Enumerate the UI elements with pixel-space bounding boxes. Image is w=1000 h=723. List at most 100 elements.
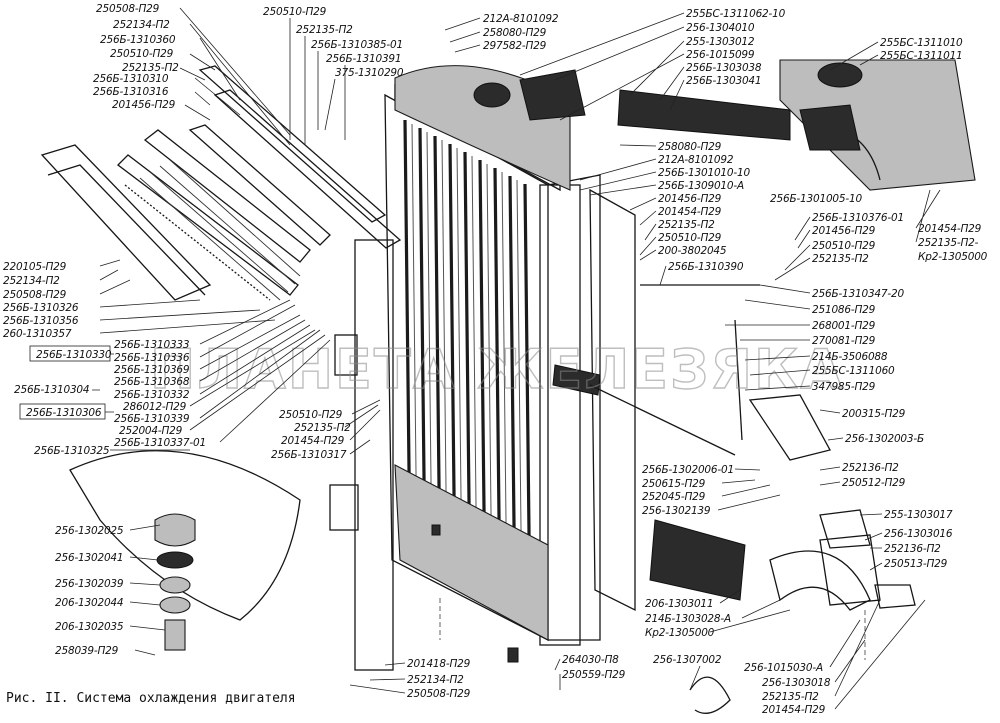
part-label: 256-1303018 bbox=[762, 677, 831, 689]
labels-mid-center: 258080-П29 212А-8101092 256Б-1301010-10 … bbox=[579, 141, 751, 286]
part-label: 252134-П2 bbox=[407, 674, 464, 686]
part-label: 252135-П2 bbox=[294, 422, 351, 434]
part-label: 256Б-1310360 bbox=[100, 34, 176, 46]
part-label: 256Б-1310325 bbox=[34, 445, 110, 457]
part-label: 256Б-1303041 bbox=[686, 75, 761, 87]
part-label: 256-1304010 bbox=[686, 22, 755, 34]
part-label: 206-1303011 bbox=[645, 598, 713, 610]
part-label: 214Б-1303028-А bbox=[645, 613, 731, 625]
part-label: 258080-П29 bbox=[658, 141, 722, 153]
part-label: 206-1302035 bbox=[55, 621, 124, 633]
figure-caption: Рис. II. Система охлаждения двигателя bbox=[6, 691, 296, 706]
part-label: 256Б-1310326 bbox=[3, 302, 79, 314]
part-label: 250508-П29 bbox=[96, 3, 160, 15]
part-label: 256-1307002 bbox=[653, 654, 722, 666]
part-label: 212А-8101092 bbox=[483, 13, 559, 25]
part-label: 250513-П29 bbox=[884, 558, 948, 570]
part-label: 255БС-1311062-10 bbox=[686, 8, 786, 20]
part-label: 252136-П2 bbox=[884, 543, 941, 555]
part-label: 255-1303017 bbox=[884, 509, 953, 521]
linkage-rods bbox=[552, 284, 916, 609]
part-label: 255БС-1311060 bbox=[812, 365, 895, 377]
part-label: 206-1302044 bbox=[55, 597, 123, 609]
part-label: 256-1015030-А bbox=[744, 662, 823, 674]
part-label: 252135-П2 bbox=[658, 219, 715, 231]
part-label: 256Б-1310306 bbox=[26, 407, 102, 419]
part-label: 252135-П2 bbox=[296, 24, 353, 36]
part-label: 256Б-1310333 bbox=[114, 339, 189, 351]
part-label: 200315-П29 bbox=[842, 408, 906, 420]
labels-center-lower: 256Б-1302006-01 250615-П29 252045-П29 25… bbox=[642, 464, 781, 517]
part-label: 256-1015099 bbox=[686, 49, 755, 61]
part-label: 258080-П29 bbox=[483, 27, 547, 39]
part-label: 250510-П29 bbox=[812, 240, 876, 252]
labels-bottom-center: 201418-П29 252134-П2 250508-П29 bbox=[349, 658, 471, 700]
part-label: 256Б-1310317 bbox=[271, 449, 347, 461]
part-label: 201456-П29 bbox=[812, 225, 876, 237]
part-label: 255БС-1311010 bbox=[880, 37, 963, 49]
labels-fan: 256-1302025 256-1302041 256-1302039 206-… bbox=[55, 524, 166, 657]
part-label: 256-1302025 bbox=[55, 525, 124, 537]
part-label: 256Б-1310310 bbox=[93, 73, 169, 85]
part-label-radiator: 256Б-1301005-10 bbox=[770, 193, 862, 205]
part-label: 256Б-1309010-А bbox=[658, 180, 744, 192]
part-label: 256Б-1310330 bbox=[36, 349, 112, 361]
labels-hose: 206-1303011 214Б-1303028-А Кр2-1305000 bbox=[645, 589, 791, 639]
expansion-tank bbox=[779, 59, 976, 191]
part-label: 252134-П2 bbox=[113, 19, 170, 31]
part-label: 201456-П29 bbox=[658, 193, 722, 205]
part-label: 256-1302039 bbox=[55, 578, 124, 590]
part-label: 256Б-1310337-01 bbox=[114, 437, 206, 449]
part-label: 260-1310357 bbox=[3, 328, 72, 340]
part-label: 256Б-1310368 bbox=[114, 376, 190, 388]
labels-far-right: 255БС-1311010 255БС-1311011 bbox=[829, 37, 963, 71]
part-label: 256-1302041 bbox=[55, 552, 123, 564]
part-label: 256-1302139 bbox=[642, 505, 711, 517]
part-label: 201454-П29 bbox=[281, 435, 345, 447]
labels-right-lower: 200315-П29 256-1302003-Б 252136-П2 25051… bbox=[819, 408, 924, 489]
part-label: 256Б-1310356 bbox=[3, 315, 79, 327]
part-label: 258039-П29 bbox=[55, 645, 119, 657]
part-label: 256Б-1310385-01 bbox=[311, 39, 403, 51]
part-label: 256-1303016 bbox=[884, 528, 953, 540]
assembly-lines bbox=[439, 598, 866, 660]
part-label: 250615-П29 bbox=[642, 478, 706, 490]
part-label: 256Б-1310390 bbox=[668, 261, 744, 273]
labels-left-top: 250508-П29 252134-П2 256Б-1310360 250510… bbox=[93, 3, 291, 146]
part-label: 214Б-3506088 bbox=[812, 351, 888, 363]
labels-top-center: 250510-П29 252135-П2 256Б-1310385-01 256… bbox=[263, 6, 404, 145]
part-label: 252004-П29 bbox=[119, 425, 183, 437]
part-label: 256-1302003-Б bbox=[845, 433, 924, 445]
part-label: Кр2-1305000 bbox=[645, 627, 715, 639]
labels-right-bottom: 255-1303017 256-1303016 252136-П2 250513… bbox=[859, 509, 953, 571]
part-label: 256Б-1310316 bbox=[93, 86, 169, 98]
part-label: 250510-П29 bbox=[110, 48, 174, 60]
part-label: 347985-П29 bbox=[812, 381, 876, 393]
part-label: 297582-П29 bbox=[483, 40, 547, 52]
part-label: 201454-П29 bbox=[658, 206, 722, 218]
part-label: 256Б-1310304 bbox=[14, 384, 89, 396]
part-label: 250510-П29 bbox=[279, 409, 343, 421]
hoses bbox=[519, 69, 871, 714]
part-label: 250508-П29 bbox=[407, 688, 471, 700]
labels-center-small: 250510-П29 252135-П2 201454-П29 256Б-131… bbox=[271, 399, 381, 461]
part-label: 252136-П2 bbox=[842, 462, 899, 474]
part-label: 220105-П29 bbox=[3, 261, 67, 273]
part-label: 256Б-1303038 bbox=[686, 62, 762, 74]
watermark: ПЛАНЕТА ЖЕЛЕЗЯКА bbox=[150, 338, 844, 401]
part-label: 252134-П2 bbox=[3, 275, 60, 287]
part-label: 252135-П2 bbox=[762, 691, 819, 703]
part-label: 201418-П29 bbox=[407, 658, 471, 670]
labels-top-right: 255БС-1311062-10 256-1304010 255-1303012… bbox=[519, 8, 786, 121]
part-label: 250512-П29 bbox=[842, 477, 906, 489]
part-label: 268001-П29 bbox=[812, 320, 876, 332]
part-label: 200-3802045 bbox=[658, 245, 727, 257]
part-label: 255БС-1311011 bbox=[880, 50, 963, 62]
part-label: 252135-П2- bbox=[918, 237, 979, 249]
part-label: 252135-П2 bbox=[812, 253, 869, 265]
part-label: 264030-П8 bbox=[562, 654, 619, 666]
part-label: Кр2-1305000 bbox=[918, 251, 988, 263]
labels-right-mid: 256Б-1310376-01 201456-П29 250510-П29 25… bbox=[725, 212, 905, 393]
part-label: 250508-П29 bbox=[3, 289, 67, 301]
part-label: 201456-П29 bbox=[112, 99, 176, 111]
